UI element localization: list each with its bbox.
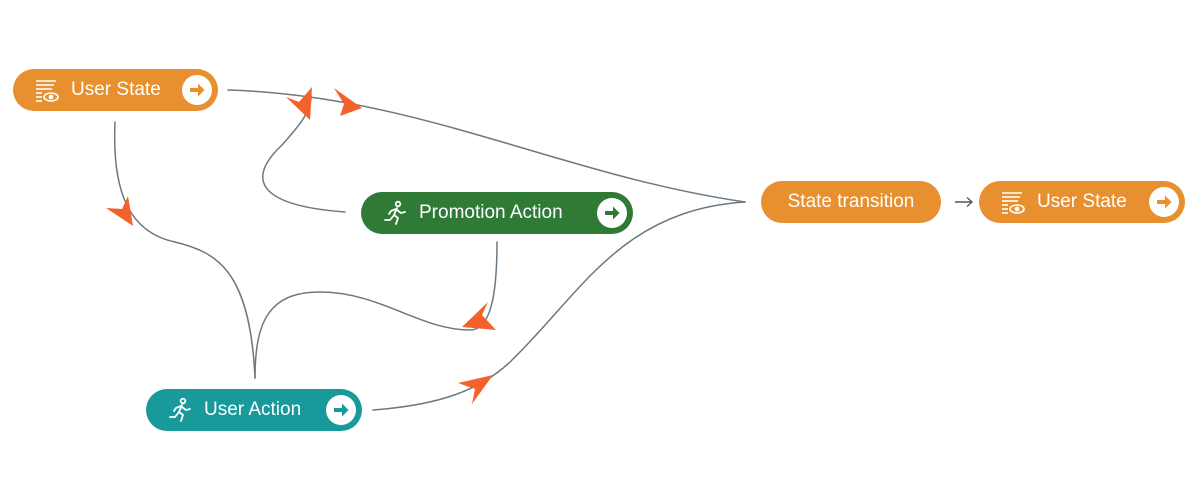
connector-arrow <box>955 196 974 208</box>
state-transition-label: State transition <box>787 191 915 212</box>
user-action-label: User Action <box>204 399 302 420</box>
state-list-eye-icon <box>999 188 1027 216</box>
arrow-right-circle-icon[interactable] <box>326 395 356 425</box>
arrow-right-circle-icon[interactable] <box>182 75 212 105</box>
edge-user-state-down <box>113 121 256 379</box>
user-action-node[interactable]: User Action <box>146 389 362 431</box>
arrowhead-top-right <box>334 88 362 116</box>
running-person-icon <box>381 199 409 227</box>
arrow-right-circle-icon[interactable] <box>1149 187 1179 217</box>
running-person-icon <box>166 396 194 424</box>
edge-user-action-to-transition <box>372 201 746 411</box>
state-list-eye-icon <box>33 76 61 104</box>
promotion-action-label: Promotion Action <box>419 202 563 223</box>
user-state-source-node[interactable]: User State <box>13 69 218 111</box>
arrowhead-left-down <box>106 196 133 226</box>
arrow-right-circle-icon[interactable] <box>597 198 627 228</box>
promotion-action-node[interactable]: Promotion Action <box>361 192 633 234</box>
user-state-target-node[interactable]: User State <box>979 181 1185 223</box>
user-state-target-label: User State <box>1037 191 1127 212</box>
arrowhead-middle <box>462 302 496 330</box>
user-state-source-label: User State <box>71 79 161 100</box>
arrowhead-bottom <box>458 375 493 404</box>
arrowhead-top-left <box>286 87 312 120</box>
edge-user-action-branch <box>254 241 498 379</box>
state-transition-node[interactable]: State transition <box>761 181 941 223</box>
